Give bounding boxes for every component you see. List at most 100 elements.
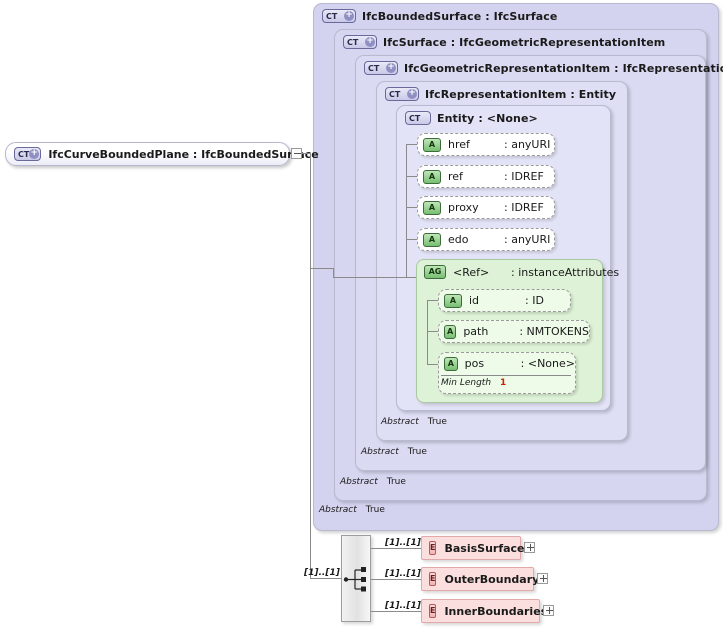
complextype-label-ifcboundedsurface: IfcBoundedSurface : IfcSurface xyxy=(362,9,558,23)
complextype-header-ifcrepresentationitem: CT+ IfcRepresentationItem : Entity xyxy=(385,87,616,101)
abstract-footer-ifcrepresentationitem: Abstract True xyxy=(381,417,447,427)
element-label: BasisSurface xyxy=(444,541,525,555)
element-icon: E xyxy=(429,541,437,555)
attribute-row-proxy[interactable]: A proxy : IDREF xyxy=(417,196,555,219)
attribute-branch-line xyxy=(406,144,419,145)
element-icon: E xyxy=(429,604,437,618)
abstract-key: Abstract xyxy=(340,477,378,487)
inheritance-connector xyxy=(333,277,416,278)
complextype-header-ifcboundedsurface: CT+ IfcBoundedSurface : IfcSurface xyxy=(322,9,557,23)
abstract-key: Abstract xyxy=(381,417,419,427)
attribute-type: : ID xyxy=(525,294,544,307)
root-node-ifccurveboundedplane[interactable]: CT+ IfcCurveBoundedPlane : IfcBoundedSur… xyxy=(5,142,319,166)
inheritance-connector xyxy=(333,268,334,278)
attribute-type: : <None> xyxy=(520,357,575,370)
attribute-group-icon: AG xyxy=(424,265,446,279)
complextype-plus-icon[interactable]: CT+ xyxy=(385,87,419,101)
facet-value: 1 xyxy=(500,378,507,388)
element-node-innerboundaries[interactable]: E InnerBoundaries xyxy=(421,599,547,623)
abstract-value: True xyxy=(386,477,406,487)
attribute-group-name: <Ref> xyxy=(453,265,490,279)
complextype-plus-icon[interactable]: CT+ xyxy=(14,147,42,161)
attribute-type: : IDREF xyxy=(504,201,544,214)
attribute-name: path xyxy=(463,325,489,338)
attribute-name: ref xyxy=(448,170,463,183)
element-icon: E xyxy=(429,572,437,586)
facet-min-length: Min Length 1 xyxy=(441,378,506,388)
attribute-type: : anyURI xyxy=(504,233,551,246)
element-label: InnerBoundaries xyxy=(444,604,548,618)
abstract-value: True xyxy=(365,505,385,515)
attribute-icon: A xyxy=(423,200,441,215)
abstract-value: True xyxy=(427,417,447,427)
root-connector xyxy=(302,153,311,154)
complextype-label-ifcsurface: IfcSurface : IfcGeometricRepresentationI… xyxy=(383,35,666,49)
attribute-icon: A xyxy=(444,293,462,308)
attribute-branch-line xyxy=(427,300,440,301)
attribute-name: id xyxy=(469,294,480,307)
expand-toggle[interactable] xyxy=(543,605,554,616)
inheritance-connector xyxy=(310,268,334,269)
element-cardinality: [1]..[1] xyxy=(385,601,421,611)
attribute-name: href xyxy=(448,138,470,151)
root-connector-spine xyxy=(310,153,311,578)
abstract-value: True xyxy=(407,447,427,457)
complextype-plus-icon[interactable]: CT+ xyxy=(343,35,377,49)
abstract-footer-ifcsurface: Abstract True xyxy=(340,477,406,487)
attribute-row-ref[interactable]: A ref : IDREF xyxy=(417,165,555,188)
attribute-branch-line xyxy=(406,176,419,177)
attribute-row-path[interactable]: A path : NMTOKENS xyxy=(438,320,590,343)
sequence-compositor-icon xyxy=(343,567,366,592)
attribute-group-type: : instanceAttributes xyxy=(511,265,620,279)
attribute-name: proxy xyxy=(448,201,479,214)
attribute-icon: A xyxy=(444,324,457,339)
attribute-tree-spine xyxy=(406,144,407,277)
attribute-branch-line xyxy=(406,239,419,240)
abstract-key: Abstract xyxy=(319,505,357,515)
attribute-row-pos[interactable]: A pos : <None> xyxy=(438,352,576,394)
element-connector xyxy=(371,579,421,580)
element-label: OuterBoundary xyxy=(444,572,540,586)
attribute-row-edo[interactable]: A edo : anyURI xyxy=(417,228,555,251)
attribute-group-label: <Ref> : instanceAttributes xyxy=(453,266,619,279)
attribute-icon: A xyxy=(423,232,441,247)
sequence-connector xyxy=(310,578,342,579)
element-connector xyxy=(371,611,421,612)
complextype-plus-icon[interactable]: CT+ xyxy=(322,9,356,23)
element-node-basissurface[interactable]: E BasisSurface xyxy=(421,536,525,560)
attribute-icon: A xyxy=(423,137,441,152)
complextype-icon[interactable]: CT xyxy=(405,111,431,125)
complextype-header-ifcsurface: CT+ IfcSurface : IfcGeometricRepresentat… xyxy=(343,35,665,49)
attribute-branch-line xyxy=(406,207,419,208)
element-cardinality: [1]..[1] xyxy=(385,569,421,579)
abstract-footer-ifcgeometricrepresentationitem: Abstract True xyxy=(361,447,427,457)
root-node-label: IfcCurveBoundedPlane : IfcBoundedSurface xyxy=(48,147,319,161)
attribute-type: : anyURI xyxy=(504,138,551,151)
expand-toggle[interactable] xyxy=(524,542,535,553)
attribute-icon: A xyxy=(423,169,441,184)
sequence-compositor[interactable] xyxy=(341,535,371,622)
abstract-key: Abstract xyxy=(361,447,399,457)
attribute-icon: A xyxy=(444,357,458,371)
attribute-type: : NMTOKENS xyxy=(519,325,589,338)
attribute-branch-line xyxy=(427,331,440,332)
complextype-label-ifcgeometricrepresentationitem: IfcGeometricRepresentationItem : IfcRepr… xyxy=(404,61,723,75)
complextype-plus-icon[interactable]: CT+ xyxy=(364,61,398,75)
attribute-type: : IDREF xyxy=(504,170,544,183)
attribute-group-header: AG <Ref> : instanceAttributes xyxy=(424,265,619,279)
element-cardinality: [1]..[1] xyxy=(385,538,421,548)
expand-toggle[interactable] xyxy=(537,573,548,584)
element-connector xyxy=(371,548,421,549)
facet-name: Min Length xyxy=(441,378,492,388)
attribute-row-id[interactable]: A id : ID xyxy=(438,289,571,312)
abstract-footer-ifcboundedsurface: Abstract True xyxy=(319,505,385,515)
element-node-outerboundary[interactable]: E OuterBoundary xyxy=(421,567,539,591)
complextype-label-ifcrepresentationitem: IfcRepresentationItem : Entity xyxy=(425,87,617,101)
complextype-header-entity: CT Entity : <None> xyxy=(405,111,538,125)
attribute-group-tree-spine xyxy=(427,300,428,364)
attribute-name: edo xyxy=(448,233,469,246)
attribute-row-href[interactable]: A href : anyURI xyxy=(417,133,555,156)
sequence-cardinality: [1]..[1] xyxy=(304,568,340,578)
collapse-toggle[interactable] xyxy=(291,148,302,159)
